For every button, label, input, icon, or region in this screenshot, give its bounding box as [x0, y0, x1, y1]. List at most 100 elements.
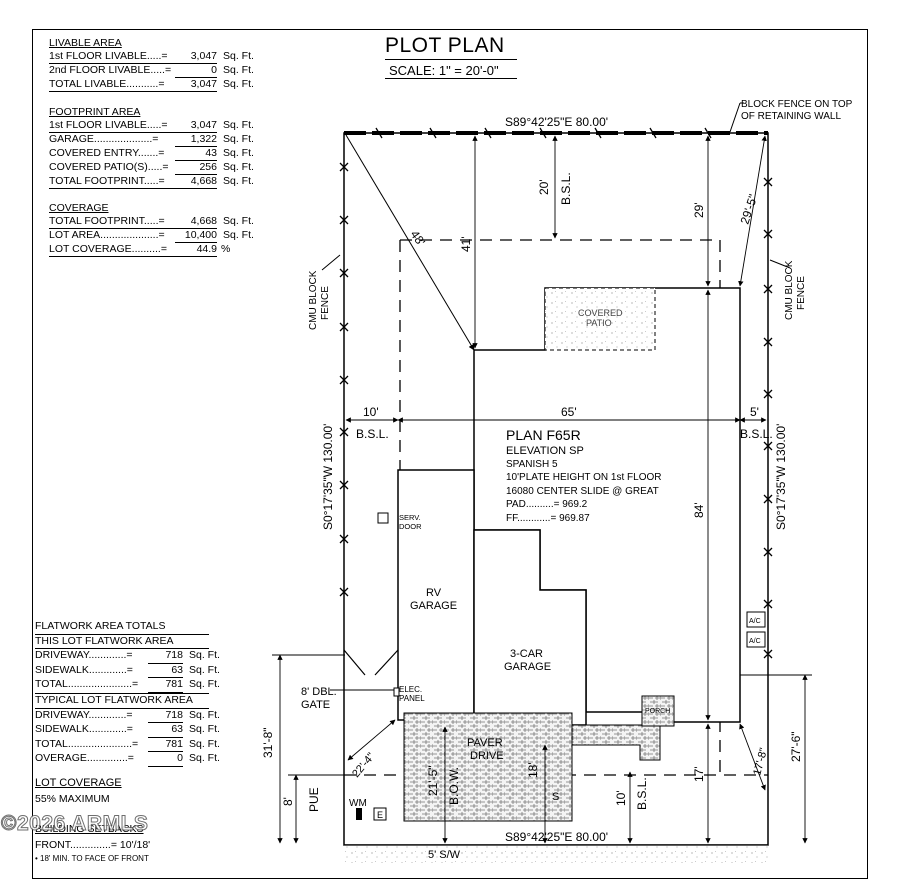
- dim-22-4-line: [347, 719, 396, 761]
- block-fence-line1: BLOCK FENCE ON TOP: [741, 99, 853, 110]
- paver-drive-2: DRIVE: [470, 750, 504, 762]
- sidewalk-label: 5' S/W: [428, 849, 461, 861]
- dimension-lines: [272, 135, 812, 844]
- double-gate: [343, 649, 399, 676]
- dim-29: 29': [692, 202, 706, 218]
- flatwork-area-table: FLATWORK AREA TOTALS THIS LOT FLATWORK A…: [35, 620, 220, 767]
- plan-line-1: ELEVATION SP: [506, 445, 584, 457]
- dim-21-5: 21'-5": [426, 765, 440, 796]
- ac-unit-2: [746, 631, 766, 648]
- paver-walk: [571, 724, 661, 761]
- rv-garage-2: GARAGE: [410, 600, 457, 612]
- dim-17-8-line: [739, 723, 766, 791]
- dim-10b: 10': [614, 790, 628, 806]
- plan-line-5: PAD..........= 969.2: [506, 499, 588, 510]
- typical-lot-flatwork-heading: TYPICAL LOT FLATWORK AREA: [35, 692, 209, 709]
- right-bsl: B.S.L.: [740, 427, 773, 441]
- dim-27-6: 27'-6": [789, 731, 803, 762]
- e-label: E: [377, 810, 383, 820]
- armls-watermark: ©2026 ARMLS: [0, 812, 149, 836]
- dbl-gate-2: GATE: [301, 699, 330, 711]
- s-label: S: [552, 791, 559, 803]
- water-meter: [356, 808, 362, 820]
- flatwork-heading: FLATWORK AREA TOTALS: [35, 620, 209, 635]
- plan-line-2: SPANISH 5: [506, 459, 558, 470]
- setback-note: • 18' MIN. TO FACE OF FRONT: [35, 854, 149, 863]
- plan-name: PLAN F65R: [506, 427, 581, 443]
- title-underline: [385, 59, 517, 60]
- dim-84: 84': [692, 502, 706, 518]
- dim-5: 5': [750, 405, 759, 419]
- block-fence-leader: [729, 102, 744, 133]
- scale-underline: [385, 78, 517, 79]
- ac-unit-1: [746, 611, 766, 628]
- rv-garage-1: RV: [426, 587, 442, 599]
- serv-door-box: [377, 512, 389, 524]
- top-fence-ticks: [375, 127, 712, 139]
- ac-label-2: A/C: [749, 638, 761, 645]
- covered-patio: [544, 287, 656, 351]
- dim-48-line: [345, 134, 475, 351]
- dim-41: 41': [459, 236, 473, 252]
- dim-29-5-line: [738, 135, 767, 287]
- paver-drive-1: PAVER: [467, 737, 503, 749]
- cmu-fence-right-2: FENCE: [796, 276, 807, 310]
- block-fence-line2: OF RETAINING WALL: [741, 111, 841, 122]
- livable-area-heading: LIVABLE AREA: [49, 37, 122, 49]
- porch-label: PORCH: [645, 708, 670, 715]
- lot-coverage-heading: LOT COVERAGE: [35, 777, 122, 789]
- electric-box: [373, 807, 387, 821]
- building-setbacks-heading: BUILDING SETBACKS: [35, 823, 144, 835]
- sidewalk: [344, 845, 768, 863]
- serv-door-1: SERV.: [399, 513, 421, 522]
- footprint-area-heading: FOOTPRINT AREA: [49, 106, 141, 118]
- elec-panel-1: ELEC.: [399, 685, 422, 694]
- this-lot-flatwork-heading: THIS LOT FLATWORK AREA: [35, 635, 209, 650]
- wm-label: WM: [349, 798, 367, 809]
- dim-18: 18': [526, 762, 540, 778]
- dim-17: 17': [692, 766, 706, 782]
- side-fence-marks: [339, 127, 773, 659]
- dim-65: 65': [561, 405, 577, 419]
- right-bearing: S0°17'35"W 130.00': [774, 424, 788, 530]
- elec-panel-box: [393, 687, 400, 697]
- bow-label: B.O.W.: [447, 767, 461, 805]
- cmu-fence-left-1: CMU BLOCK: [308, 270, 319, 330]
- serv-door-2: DOOR: [399, 522, 422, 531]
- plot-plan-title: PLOT PLAN: [385, 34, 505, 57]
- right-fence-marks: [763, 177, 773, 659]
- table-row: LOT COVERAGE..........=44.9%: [49, 243, 231, 257]
- left-bsl: B.S.L.: [356, 427, 389, 441]
- coverage-heading: COVERAGE: [49, 202, 109, 214]
- dim-10: 10': [363, 405, 379, 419]
- left-bearing: S0°17'35"W 130.00': [321, 424, 335, 530]
- dim-20: 20': [537, 179, 551, 195]
- dbl-gate-1: 8' DBL.: [301, 686, 337, 698]
- livable-area-table: LIVABLE AREA 1st FLOOR LIVABLE.....=3,04…: [49, 37, 254, 92]
- front-setback: FRONT..............= 10'/18': [35, 839, 151, 851]
- plan-line-3: 10'PLATE HEIGHT ON 1st FLOOR: [506, 472, 661, 483]
- footprint-area-table: FOOTPRINT AREA 1st FLOOR LIVABLE.....=3,…: [49, 106, 254, 189]
- covered-patio-2: PATIO: [586, 318, 612, 328]
- top-bsl: B.S.L.: [559, 172, 573, 205]
- dim-29-5: 29'-5": [738, 193, 761, 226]
- ac-label-1: A/C: [749, 618, 761, 625]
- left-fence-marks: [339, 162, 349, 597]
- scale-label: SCALE: 1" = 20'-0": [389, 63, 499, 78]
- dim-8: 8': [281, 797, 295, 806]
- cmu-fence-left-2: FENCE: [320, 286, 331, 320]
- top-bearing: S89°42'25"E 80.00': [505, 115, 608, 129]
- front-bsl: B.S.L.: [635, 777, 649, 810]
